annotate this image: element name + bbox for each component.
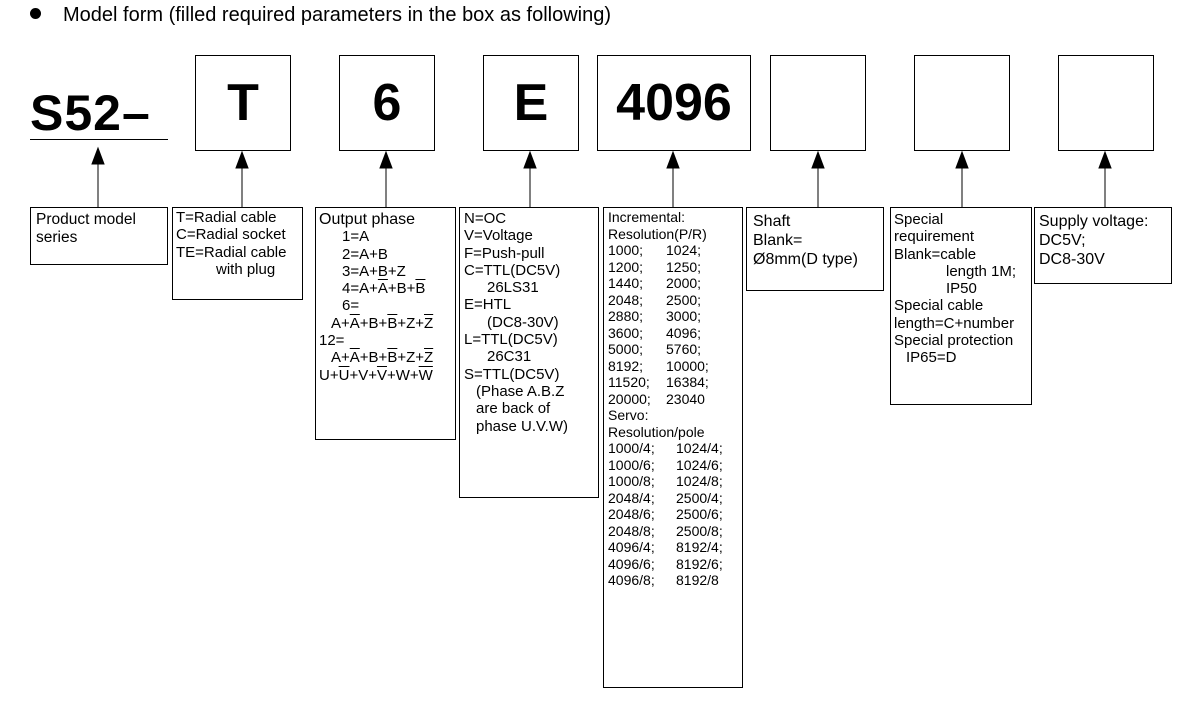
resolution-row: 11520; 16384; (608, 374, 738, 391)
resolution-value: 1024/8; (676, 473, 723, 489)
header-line: Model form (filled required parameters i… (30, 4, 611, 27)
resolution-value: 16384; (666, 374, 709, 390)
desc-box-voltage: Supply voltage: DC5V; DC8-30V (1034, 207, 1172, 284)
resolution-row: 1200; 1250; (608, 259, 738, 276)
code-box-shaft (770, 55, 866, 151)
phase-line-4: 4=A+A+B+B (342, 280, 426, 298)
resolution-value: 4096/6; (608, 555, 655, 572)
resolution-row: 2048; 2500; (608, 292, 738, 309)
resolution-value: 1000/6; (608, 456, 655, 473)
resolution-value: 10000; (666, 357, 709, 374)
resolution-value: 2048/4; (608, 489, 655, 506)
resolution-row: 2880; 3000; (608, 308, 738, 325)
resolution-value: 1024/4; (676, 440, 723, 456)
resolution-row: 4096/8; 8192/8 (608, 572, 738, 589)
desc-box-series: Product model series (30, 207, 168, 265)
desc-box-special: Special requirement Blank=cable length 1… (890, 207, 1032, 405)
resolution-row: 8192; 10000; (608, 358, 738, 375)
resolution-row: 20000; 23040 (608, 391, 738, 408)
resolution-value: 8192/6; (676, 555, 723, 572)
arrow-series (91, 146, 105, 207)
phase-line-uvw: U+U+V+V+W+W (319, 366, 433, 384)
resolution-value: 20000; (608, 390, 651, 407)
resolution-value: 1250; (666, 258, 702, 275)
resolution-value: 2048; (608, 291, 644, 308)
resolution-value: 8192/8 (676, 572, 719, 588)
phase-line-6: A+A+B+B+Z+Z (331, 314, 434, 332)
desc-box-cable: T=Radial cable C=Radial socket TE=Radial… (172, 207, 303, 300)
resolution-row: 1000; 1024; (608, 242, 738, 259)
resolution-value: 2500/8; (676, 522, 723, 539)
resolution-value: 1000; (608, 242, 644, 258)
arrow-voltage (1098, 150, 1112, 207)
resolution-value: 1200; (608, 258, 644, 275)
code-box-special (914, 55, 1010, 151)
resolution-value: 2500/4; (676, 489, 723, 506)
resolution-row: 4096/6; 8192/6; (608, 556, 738, 573)
incremental-list: 1000; 1024; 1200; 1250; 1440; 2000; 2048; 2500;… (608, 242, 738, 407)
resolution-value: 2880; (608, 308, 644, 324)
resolution-value: 2048/8; (608, 522, 655, 539)
resolution-row: 4096/4; 8192/4; (608, 539, 738, 556)
resolution-row: 1440; 2000; (608, 275, 738, 292)
desc-box-resolution: Incremental: Resolution(P/R) 1000;1024;1… (603, 207, 743, 688)
resolution-value: 5760; (666, 341, 702, 357)
resolution-row: 3600; 4096; (608, 325, 738, 342)
resolution-value: 8192/4; (676, 539, 723, 555)
resolution-value: 4096/8; (608, 572, 655, 588)
resolution-value: 4096; (666, 324, 702, 341)
resolution-value: 2000; (666, 275, 702, 291)
resolution-row: 5000; 5760; (608, 341, 738, 358)
resolution-value: 2500; (666, 291, 702, 308)
resolution-value: 1024; (666, 242, 702, 258)
resolution-value: 1000/4; (608, 440, 655, 456)
arrow-cable (235, 150, 249, 207)
resolution-value: 2500/6; (676, 506, 723, 522)
resolution-value: 1024/6; (676, 456, 723, 473)
resolution-value: 11520; (608, 374, 650, 390)
arrow-shaft (811, 150, 825, 207)
resolution-value: 3000; (666, 308, 702, 324)
phase-line-12: A+A+B+B+Z+Z (331, 349, 434, 367)
resolution-value: 1000/8; (608, 473, 655, 489)
resolution-value: 23040 (666, 390, 705, 407)
desc-box-signal: N=OC V=Voltage F=Push-pull C=TTL(DC5V) 2… (459, 207, 599, 498)
resolution-row: 2048/4; 2500/4; (608, 490, 738, 507)
resolution-value: 5000; (608, 341, 644, 357)
resolution-row: 1000/4; 1024/4; (608, 440, 738, 457)
resolution-row: 2048/8; 2500/8; (608, 523, 738, 540)
resolution-value: 1440; (608, 275, 644, 291)
code-box-signal: E (483, 55, 579, 151)
arrow-output-phase (379, 150, 393, 207)
servo-list: 1000/4; 1024/4; 1000/6; 1024/6; 1000/8; 1024/… (608, 440, 738, 589)
arrow-signal (523, 150, 537, 207)
resolution-row: 1000/8; 1024/8; (608, 473, 738, 490)
code-box-cable: T (195, 55, 291, 151)
arrow-resolution (666, 150, 680, 207)
desc-box-output-phase: Output phase 1=A 2=A+B 3=A+B+Z 4=A+A+B+B… (315, 207, 456, 440)
model-prefix: S52– (30, 85, 151, 141)
header-text: Model form (filled required parameters i… (63, 4, 612, 26)
bullet-icon (30, 8, 41, 19)
resolution-row: 1000/6; 1024/6; (608, 457, 738, 474)
desc-box-shaft: Shaft Blank= Ø8mm(D type) (746, 207, 884, 291)
code-box-voltage (1058, 55, 1154, 151)
code-box-resolution: 4096 (597, 55, 751, 151)
arrow-special (955, 150, 969, 207)
resolution-row: 2048/6; 2500/6; (608, 506, 738, 523)
resolution-value: 8192; (608, 357, 644, 374)
prefix-underline (30, 139, 168, 140)
resolution-value: 2048/6; (608, 506, 655, 522)
resolution-value: 3600; (608, 324, 644, 341)
code-box-output-phase: 6 (339, 55, 435, 151)
resolution-value: 4096/4; (608, 539, 655, 555)
